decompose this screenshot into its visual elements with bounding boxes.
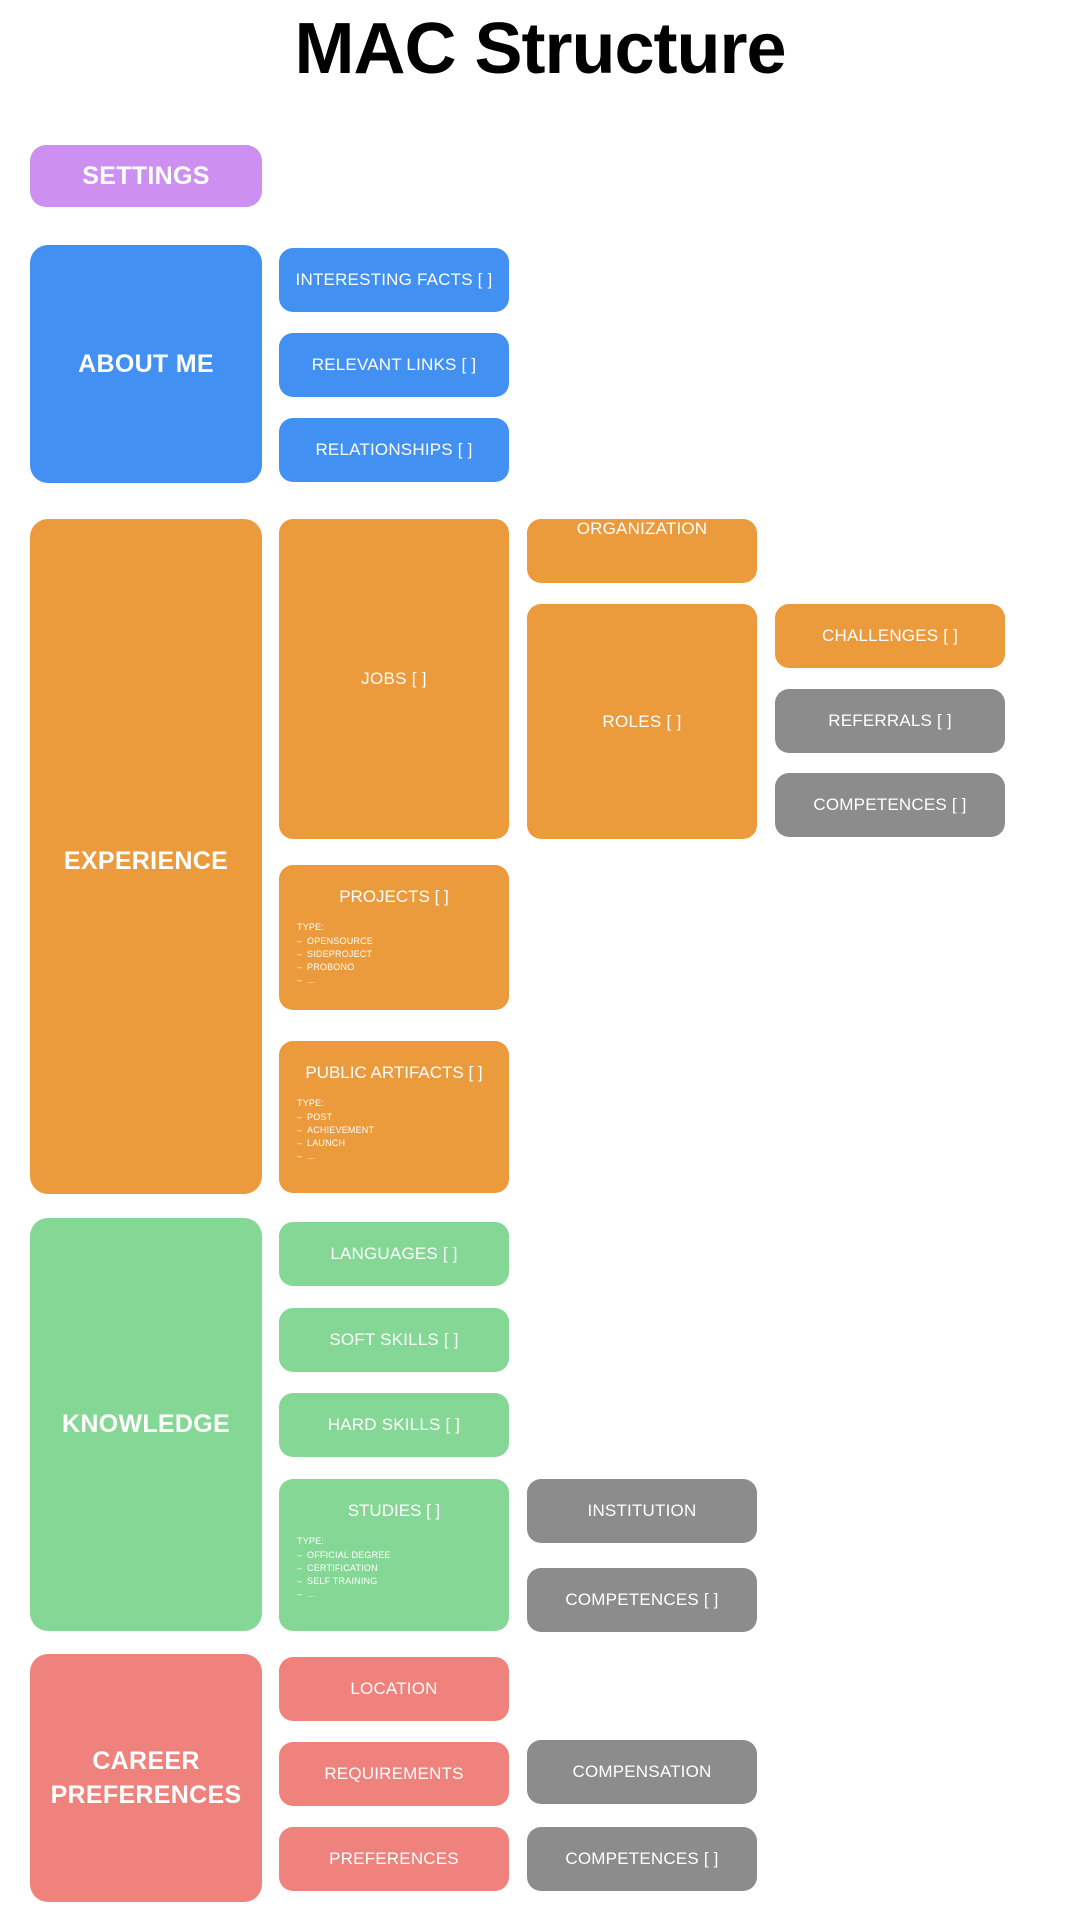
projects-type-heading: TYPE: <box>297 922 325 932</box>
career-competences-tile[interactable]: COMPETENCES [ ] <box>527 1827 757 1891</box>
knowledge-block[interactable]: KNOWLEDGE <box>30 1218 262 1631</box>
studies-type-item: OFFICIAL DEGREE <box>297 1549 509 1562</box>
soft-skills-tile[interactable]: SOFT SKILLS [ ] <box>279 1308 509 1372</box>
studies-label: STUDIES [ ] <box>347 1501 441 1520</box>
jobs-label: JOBS [ ] <box>361 669 427 688</box>
studies-type-item: SELF TRAINING <box>297 1575 509 1588</box>
relevant-links-tile[interactable]: RELEVANT LINKS [ ] <box>279 333 509 397</box>
requirements-label: REQUIREMENTS <box>324 1764 464 1783</box>
public-artifacts-type-item: POST <box>297 1111 509 1124</box>
about-me-block[interactable]: ABOUT ME <box>30 245 262 483</box>
hard-skills-tile[interactable]: HARD SKILLS [ ] <box>279 1393 509 1457</box>
location-tile[interactable]: LOCATION <box>279 1657 509 1721</box>
hard-skills-label: HARD SKILLS [ ] <box>327 1415 461 1434</box>
relationships-label: RELATIONSHIPS [ ] <box>315 440 473 459</box>
languages-label: LANGUAGES [ ] <box>330 1244 458 1263</box>
knowledge-competences-label: COMPETENCES [ ] <box>565 1590 719 1609</box>
compensation-label: COMPENSATION <box>572 1762 712 1781</box>
challenges-label: CHALLENGES [ ] <box>821 626 958 645</box>
challenges-tile[interactable]: CHALLENGES [ ] <box>775 604 1005 668</box>
location-label: LOCATION <box>350 1679 438 1698</box>
interesting-facts-label: INTERESTING FACTS [ ] <box>295 270 493 289</box>
projects-type-list: TYPE: OPENSOURCE SIDEPROJECT PROBONO ... <box>279 921 509 987</box>
public-artifacts-type-list: TYPE: POST ACHIEVEMENT LAUNCH ... <box>279 1097 509 1163</box>
projects-label: PROJECTS [ ] <box>339 887 449 906</box>
public-artifacts-type-item: ... <box>297 1150 509 1163</box>
projects-type-item: ... <box>297 974 509 987</box>
projects-type-item: PROBONO <box>297 961 509 974</box>
experience-competences-label: COMPETENCES [ ] <box>813 795 967 814</box>
public-artifacts-label: PUBLIC ARTIFACTS [ ] <box>305 1063 483 1082</box>
about-me-label: ABOUT ME <box>78 349 214 378</box>
experience-label: EXPERIENCE <box>63 847 229 875</box>
relationships-tile[interactable]: RELATIONSHIPS [ ] <box>279 418 509 482</box>
relevant-links-label: RELEVANT LINKS [ ] <box>311 355 477 374</box>
public-artifacts-tile[interactable]: PUBLIC ARTIFACTS [ ] TYPE: POST ACHIEVEM… <box>279 1041 509 1193</box>
projects-type-item: OPENSOURCE <box>297 935 509 948</box>
referrals-tile[interactable]: REFERRALS [ ] <box>775 689 1005 753</box>
career-competences-label: COMPETENCES [ ] <box>565 1849 719 1868</box>
referrals-label: REFERRALS [ ] <box>828 711 952 730</box>
settings-label: SETTINGS <box>82 161 210 190</box>
career-preferences-block[interactable]: CAREER PREFERENCES <box>30 1654 262 1902</box>
knowledge-competences-tile[interactable]: COMPETENCES [ ] <box>527 1568 757 1632</box>
compensation-tile[interactable]: COMPENSATION <box>527 1740 757 1804</box>
public-artifacts-type-heading: TYPE: <box>297 1098 325 1108</box>
projects-type-item: SIDEPROJECT <box>297 948 509 961</box>
career-preferences-label-line1: CAREER <box>92 1747 200 1775</box>
page-title: MAC Structure <box>294 9 786 89</box>
studies-type-item: ... <box>297 1588 509 1601</box>
soft-skills-label: SOFT SKILLS [ ] <box>329 1330 459 1349</box>
organization-tile[interactable]: ORGANIZATION <box>527 519 757 583</box>
institution-tile[interactable]: INSTITUTION <box>527 1479 757 1543</box>
public-artifacts-type-item: ACHIEVEMENT <box>297 1124 509 1137</box>
settings-block[interactable]: SETTINGS <box>30 145 262 207</box>
career-preferences-label-line2: PREFERENCES <box>50 1781 242 1809</box>
preferences-tile[interactable]: PREFERENCES <box>279 1827 509 1891</box>
institution-label: INSTITUTION <box>587 1501 697 1520</box>
roles-label: ROLES [ ] <box>602 711 682 731</box>
projects-tile[interactable]: PROJECTS [ ] TYPE: OPENSOURCE SIDEPROJEC… <box>279 865 509 1010</box>
studies-tile[interactable]: STUDIES [ ] TYPE: OFFICIAL DEGREE CERTIF… <box>279 1479 509 1631</box>
organization-label: ORGANIZATION <box>576 519 708 538</box>
requirements-tile[interactable]: REQUIREMENTS <box>279 1742 509 1806</box>
preferences-label: PREFERENCES <box>329 1849 459 1868</box>
experience-competences-tile[interactable]: COMPETENCES [ ] <box>775 773 1005 837</box>
studies-type-item: CERTIFICATION <box>297 1562 509 1575</box>
experience-block[interactable]: EXPERIENCE <box>30 519 262 1194</box>
studies-type-heading: TYPE: <box>297 1536 325 1546</box>
languages-tile[interactable]: LANGUAGES [ ] <box>279 1222 509 1286</box>
public-artifacts-type-item: LAUNCH <box>297 1137 509 1150</box>
knowledge-label: KNOWLEDGE <box>62 1410 230 1438</box>
roles-tile[interactable]: ROLES [ ] <box>527 604 757 839</box>
interesting-facts-tile[interactable]: INTERESTING FACTS [ ] <box>279 248 509 312</box>
jobs-tile[interactable]: JOBS [ ] <box>279 519 509 839</box>
studies-type-list: TYPE: OFFICIAL DEGREE CERTIFICATION SELF… <box>279 1535 509 1601</box>
